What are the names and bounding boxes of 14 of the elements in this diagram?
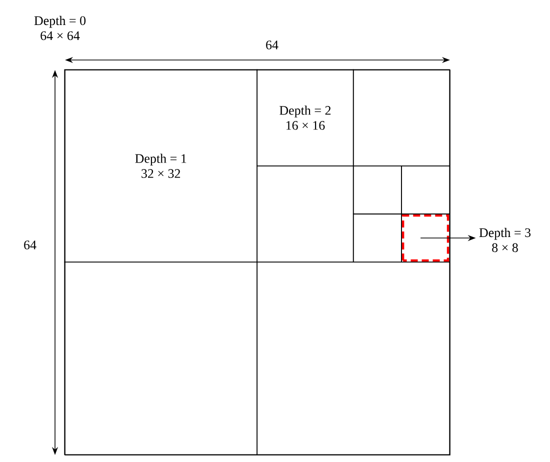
quadtree-cell bbox=[352, 69, 450, 166]
highlighted-cell bbox=[401, 214, 450, 262]
quadtree-cell bbox=[64, 262, 258, 455]
quadtree-cell bbox=[256, 165, 354, 262]
quadtree-cell bbox=[256, 262, 450, 455]
node-label: Depth = 0 64 × 64 bbox=[34, 16, 86, 40]
quadtree-cell: Depth = 2 16 × 16 bbox=[256, 69, 354, 166]
dimension-label: 64 bbox=[24, 240, 36, 250]
quadtree-cell bbox=[401, 165, 450, 214]
quadtree-cell: Depth = 1 32 × 32 bbox=[64, 69, 258, 262]
depth-label: Depth = 3 8 × 8 bbox=[479, 228, 531, 252]
quadtree-cell bbox=[352, 165, 402, 214]
dimension-label: 64 bbox=[266, 40, 278, 50]
quadtree-cell bbox=[352, 214, 402, 262]
